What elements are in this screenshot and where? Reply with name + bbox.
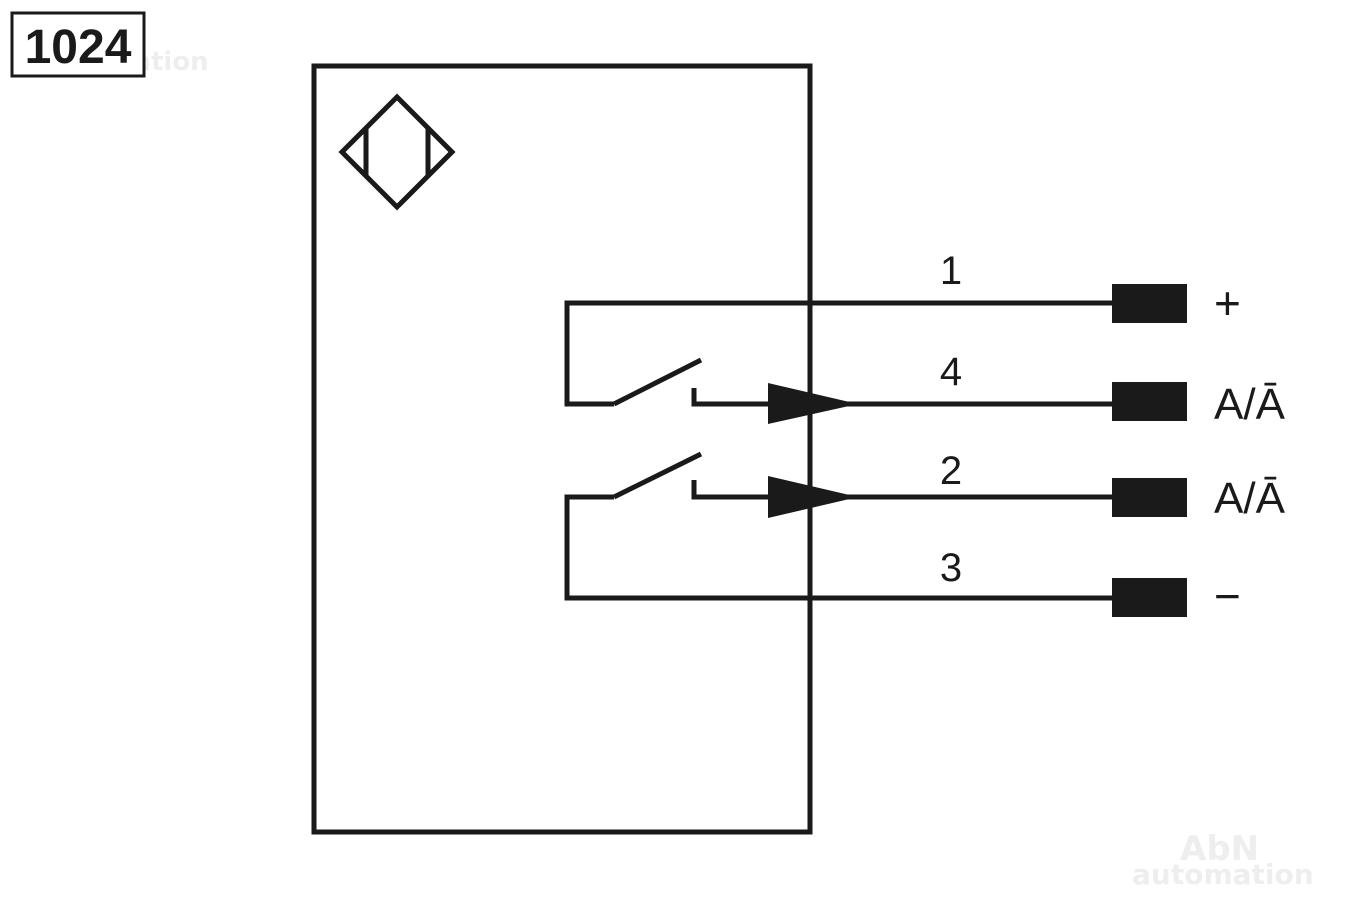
pin-number-1: 1 (940, 249, 962, 293)
diagram-code: 1024 (25, 21, 132, 74)
diagram-code-badge: 1024 (10, 11, 146, 78)
output-arrow-pin-4 (768, 383, 858, 424)
terminal-pin-3 (1112, 578, 1187, 617)
inductive-sensor-icon (338, 93, 456, 211)
terminal-pin-1 (1112, 284, 1187, 323)
pin-number-3: 3 (940, 546, 962, 590)
pin-function-output-4: A/Ā (1214, 380, 1286, 429)
pin-function-output-2: A/Ā (1214, 474, 1286, 523)
sensor-housing (311, 63, 813, 835)
output-arrow-pin-2 (768, 476, 858, 518)
wire-pin-3 (564, 494, 1115, 601)
wire-pin-1 (564, 300, 1115, 407)
pin-number-2: 2 (940, 449, 962, 493)
internal-wiring (564, 300, 1115, 601)
watermark-bottom-brand: AbN (1180, 829, 1259, 869)
watermark-bottom-sub: automation (1132, 858, 1314, 891)
terminal-pin-4 (1112, 382, 1187, 421)
switch-2-blade (612, 451, 703, 500)
pin-number-4: 4 (940, 350, 962, 394)
pin-function-minus: − (1214, 570, 1241, 622)
wire-pin-2 (691, 480, 1115, 500)
terminal-pin-2 (1112, 478, 1187, 517)
pin-function-plus: + (1214, 277, 1241, 329)
switch-1-blade (612, 357, 703, 407)
wire-pin-4 (691, 388, 1115, 407)
